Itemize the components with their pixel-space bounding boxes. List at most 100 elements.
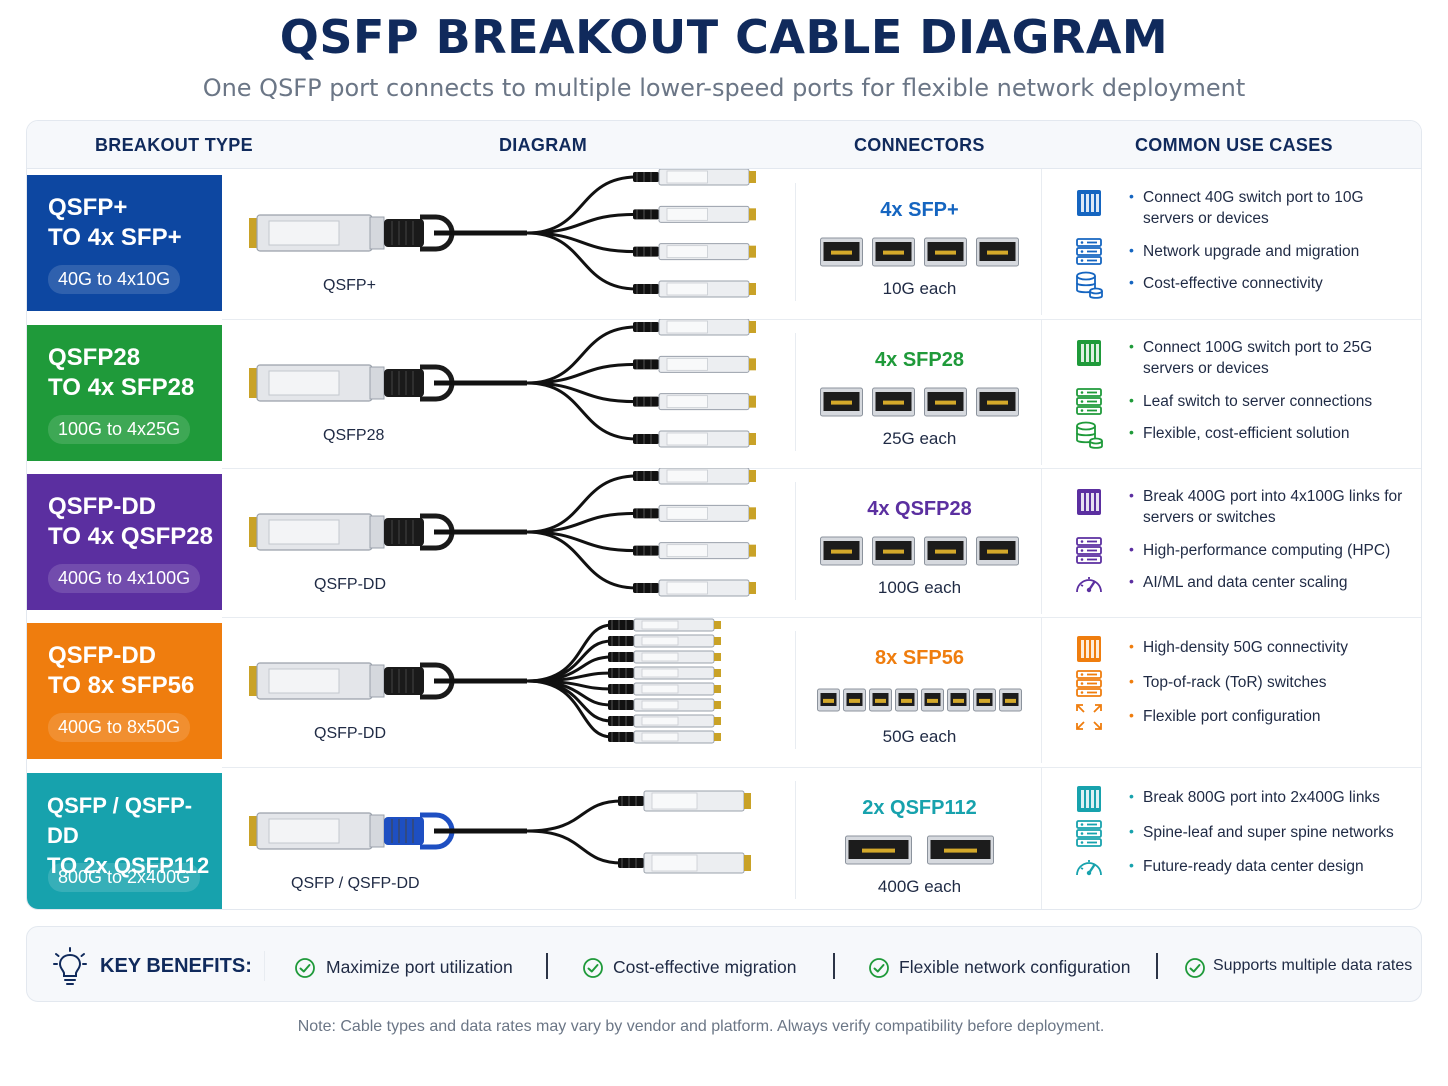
use-cases-cell: •Connect 40G switch port to 10G servers … [1043,169,1421,309]
breakout-cable-diagram [249,319,756,448]
check-circle-icon [1185,958,1205,978]
breakout-connector [526,319,756,385]
table-header: BREAKOUT TYPE DIAGRAM CONNECTORS COMMON … [27,121,1421,169]
qsfp-module [249,812,455,850]
benefit-divider [1156,953,1158,979]
benefit-title-divider [264,951,265,981]
connector-ports [797,385,1042,419]
use-case-text: Flexible, cost-efficient solution [1143,425,1350,442]
breakout-connector [526,231,756,298]
breakout-cable-diagram [249,618,721,744]
server-icon [1076,537,1102,564]
rack-icon [1077,340,1101,366]
column-divider [1041,468,1042,614]
bullet-icon: • [1129,274,1134,290]
connector-ports-icon [817,688,1022,712]
check-circle-icon [869,958,889,978]
bullet-icon: • [1129,392,1134,408]
port-icon [869,688,892,712]
port-icon [973,688,996,712]
gauge-icon [1076,577,1102,593]
use-cases-cell: •Break 800G port into 2x400G links•Spine… [1043,767,1421,907]
use-case-text: Connect 100G switch port to 25G servers … [1143,339,1373,377]
connector-ports [797,833,1042,867]
breakout-connector [526,169,756,235]
bullet-icon: • [1129,638,1134,654]
bullet-icon: • [1129,707,1134,723]
connector-title: 8x SFP56 [875,647,964,669]
bullet-icon: • [1129,487,1134,503]
gauge-icon [1076,860,1102,876]
row-divider [222,468,1421,469]
connector-ports-icon [820,237,1019,267]
port-icon [843,688,866,712]
server-icon [1076,238,1102,265]
connector-ports [797,235,1042,269]
use-case-text: Break 800G port into 2x400G links [1143,789,1380,806]
connector-speed: 10G each [882,279,957,298]
check-circle-icon [583,958,603,978]
breakout-connector [526,231,756,261]
rack-icon [1077,489,1101,515]
database-icon [1076,271,1103,299]
qsfp-module [249,214,455,252]
port-icon [924,237,967,267]
breakout-rate-badge: 400G to 8x50G [48,713,191,742]
breakout-type-title: QSFP+TO 4x SFP+ [48,193,182,253]
use-cases-cell: •High-density 50G connectivity•Top-of-ra… [1043,617,1421,757]
port-icon [976,536,1019,566]
breakout-rate-badge: 400G to 4x100G [48,564,201,593]
breakout-type-box: QSFP+TO 4x SFP+ 40G to 4x10G [27,175,222,311]
use-cases-cell: • Connect 100G switch port to 25G servers… [1043,319,1421,459]
breakout-row: QSFP+TO 4x SFP+ 40G to 4x10G QSFP+ 4x SFP+ 1… [27,169,1421,315]
benefit-item: Cost-effective migration [613,957,797,977]
use-case-text: Leaf switch to server connections [1143,393,1373,410]
breakout-cable-diagram [249,468,756,597]
use-case-text: Break 400G port into 4x100G links for se… [1143,488,1403,526]
breakout-connector [526,666,721,683]
benefit-item: Flexible network configuration [899,957,1131,977]
port-icon [976,387,1019,417]
column-divider [1041,617,1042,763]
server-icon [1076,820,1102,847]
page-title: QSFP BREAKOUT CABLE DIAGRAM [279,10,1169,64]
server-icon [1076,388,1102,415]
connector-title: 2x QSFP112 [862,797,977,819]
breakout-connector [526,381,756,448]
breakout-type-line1: QSFP / QSFP-DD [47,793,193,848]
breakout-type-line1: QSFP-DD [48,493,156,520]
expand-icon [1076,704,1102,730]
connector-ports [797,683,1042,717]
rack-icon [1077,786,1101,812]
use-case-text: Top-of-rack (ToR) switches [1143,674,1327,691]
breakout-rate-badge: 40G to 4x10G [48,265,181,294]
benefit-item: Maximize port utilization [326,957,513,977]
lightbulb-icon [53,947,87,985]
connector-speed: 100G each [877,578,962,597]
breakout-connector [526,355,756,385]
benefit-item: Supports multiple data rates [1213,957,1413,974]
benefit-divider [833,953,835,979]
port-icon [820,237,863,267]
port-icon [999,688,1022,712]
port-icon [817,688,840,712]
port-icon [895,688,918,712]
column-header-breakout-type: BREAKOUT TYPE [95,135,253,155]
use-case-text: Cost-effective connectivity [1143,275,1323,292]
port-icon [872,387,915,417]
connector-ports-icon [845,835,994,865]
diagram-label: QSFP+ [323,277,376,294]
port-icon [872,237,915,267]
connector-title: 4x SFP+ [880,199,959,221]
port-icon [820,387,863,417]
qsfp-module [249,662,455,700]
